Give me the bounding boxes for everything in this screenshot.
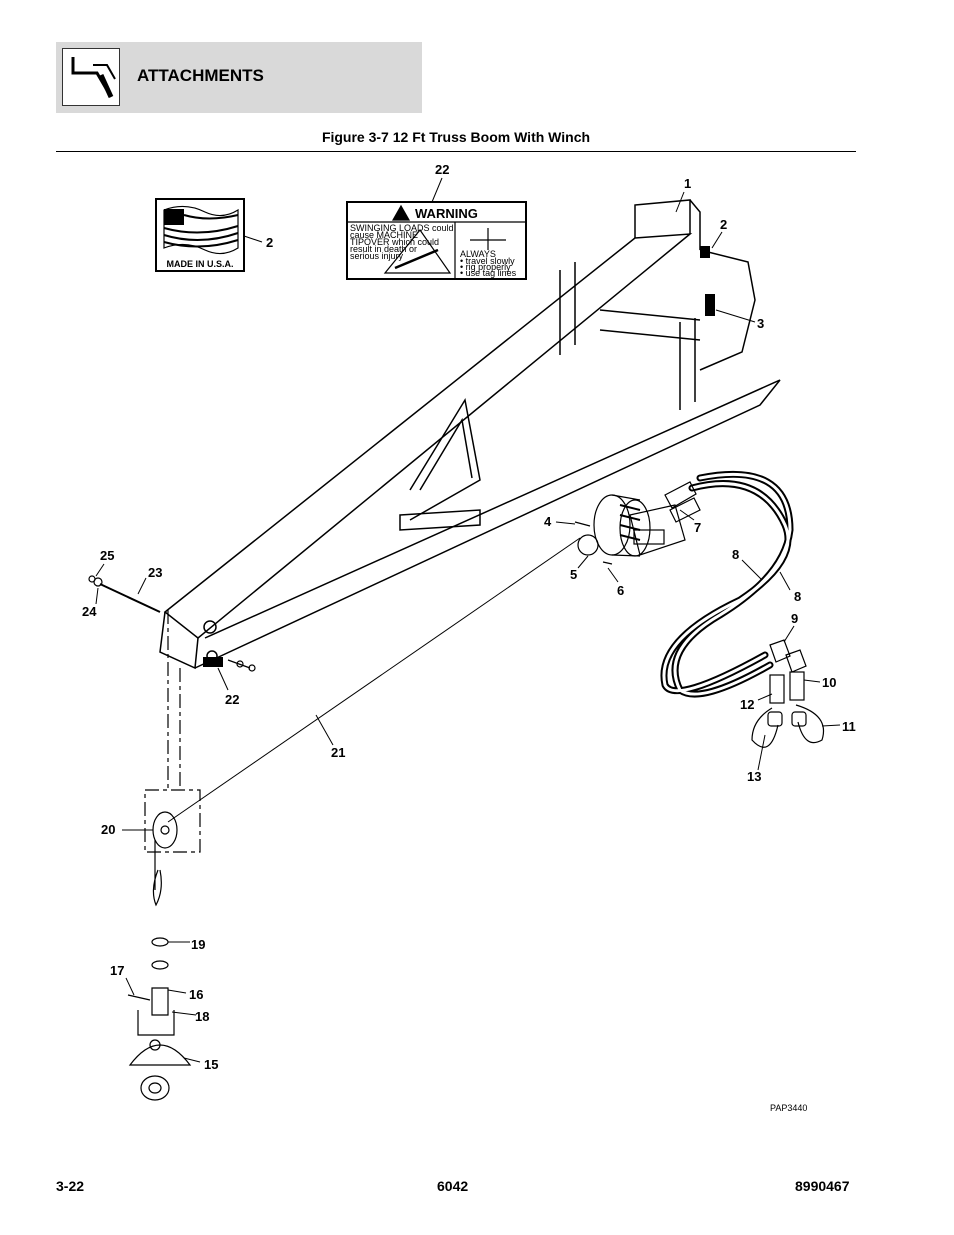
callout-8: 8 bbox=[732, 547, 739, 562]
callout-21: 21 bbox=[331, 745, 345, 760]
part-number: 8990467 bbox=[795, 1178, 850, 1194]
callout-2: 2 bbox=[266, 235, 273, 250]
callout-10: 10 bbox=[822, 675, 836, 690]
hook-assembly bbox=[127, 937, 192, 1101]
figure-title: Figure 3-7 12 Ft Truss Boom With Winch bbox=[321, 129, 591, 145]
leader-lines bbox=[95, 177, 841, 1063]
callout-5: 5 bbox=[570, 567, 577, 582]
winch-drum bbox=[574, 494, 686, 565]
callout-24: 24 bbox=[82, 604, 97, 619]
truss-boom bbox=[159, 199, 781, 670]
quick-couplers bbox=[751, 639, 824, 748]
always-line: • rig properly bbox=[460, 262, 511, 272]
callout-22: 22 bbox=[435, 162, 449, 177]
callout-19: 19 bbox=[191, 937, 205, 952]
callout-2: 2 bbox=[720, 217, 727, 232]
figure-ref-code: PAP3440 bbox=[770, 1103, 807, 1113]
callout-12: 12 bbox=[740, 697, 754, 712]
callout-3: 3 bbox=[757, 316, 764, 331]
made-in-usa-decal bbox=[155, 198, 245, 272]
page-number: 3-22 bbox=[56, 1178, 85, 1194]
callout-18: 18 bbox=[195, 1009, 209, 1024]
warning-line: TIPOVER which could bbox=[350, 237, 439, 247]
warning-line: SWINGING LOADS could bbox=[350, 223, 454, 233]
callout-17: 17 bbox=[110, 963, 124, 978]
made-in-usa-label: MADE IN U.S.A. bbox=[166, 259, 233, 269]
callout-20: 20 bbox=[101, 822, 115, 837]
hydraulic-hoses bbox=[660, 470, 794, 698]
always-line: • travel slowly bbox=[460, 256, 515, 266]
model-number: 6042 bbox=[437, 1178, 469, 1194]
section-title: ATTACHMENTS bbox=[137, 66, 264, 85]
callout-25: 25 bbox=[100, 548, 114, 563]
callout-15: 15 bbox=[204, 1057, 218, 1072]
warning-line: cause MACHINE bbox=[350, 230, 418, 240]
always-line: • use tag lines bbox=[460, 268, 517, 278]
callout-22: 22 bbox=[225, 692, 239, 707]
callout-7: 7 bbox=[694, 520, 701, 535]
callout-13: 13 bbox=[747, 769, 761, 784]
warning-title: WARNING bbox=[415, 206, 478, 221]
winch-cable bbox=[144, 537, 581, 907]
warning-line: result in death or bbox=[350, 244, 417, 254]
pivot-pin bbox=[88, 575, 256, 672]
callout-11: 11 bbox=[842, 719, 856, 734]
callout-23: 23 bbox=[148, 565, 162, 580]
warning-decal bbox=[346, 201, 527, 280]
callout-16: 16 bbox=[189, 987, 203, 1002]
title-rule bbox=[56, 151, 856, 152]
callout-6: 6 bbox=[617, 583, 624, 598]
callout-8: 8 bbox=[794, 589, 801, 604]
callout-9: 9 bbox=[791, 611, 798, 626]
attachment-icon bbox=[62, 48, 120, 106]
always-title: ALWAYS bbox=[460, 249, 496, 259]
warning-line: serious injury bbox=[350, 251, 404, 261]
flag-icon bbox=[163, 205, 239, 255]
callout-1: 1 bbox=[684, 176, 691, 191]
callouts: 2 22 1 2 3 4 5 6 7 8 8 9 10 11 12 13 15 … bbox=[82, 162, 856, 1072]
sheave bbox=[152, 811, 178, 849]
callout-4: 4 bbox=[544, 514, 552, 529]
